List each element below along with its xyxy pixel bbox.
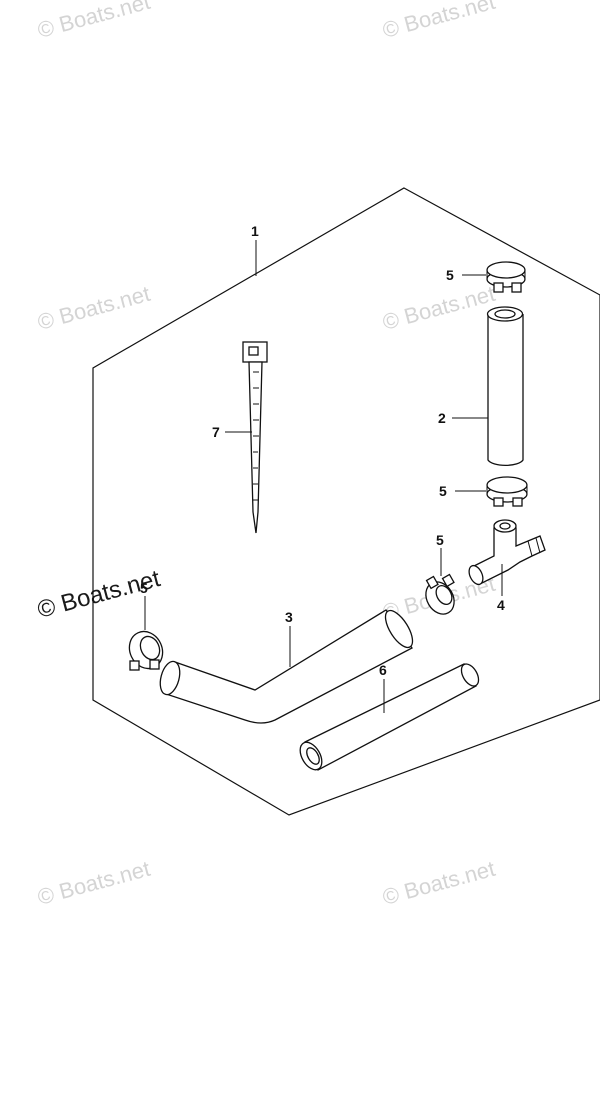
cable-tie-part — [242, 341, 268, 534]
watermark: © Boats.net — [35, 281, 153, 335]
kit-outline — [92, 187, 600, 816]
watermark: © Boats.net — [35, 856, 153, 910]
callout-7: 7 — [212, 424, 220, 440]
callout-6: 6 — [379, 662, 387, 678]
watermark: © Boats.net — [35, 0, 153, 43]
callout-5: 5 — [436, 532, 444, 548]
t-joint-part — [468, 519, 546, 586]
callout-5: 5 — [446, 267, 454, 283]
watermark: © Boats.net — [380, 856, 498, 910]
hose-clip-top — [486, 261, 526, 293]
hose-straight-part — [299, 663, 480, 771]
hose-bend-part — [159, 609, 414, 724]
watermark: © Boats.net — [380, 281, 498, 335]
watermark: © Boats.net — [380, 0, 498, 43]
hose-upper-part — [486, 306, 524, 467]
hose-clip-left — [128, 630, 164, 671]
callout-3: 3 — [285, 609, 293, 625]
callout-4: 4 — [497, 597, 505, 613]
callout-2: 2 — [438, 410, 446, 426]
hose-clip-mid — [486, 476, 528, 507]
callout-5: 5 — [140, 580, 148, 596]
callout-5: 5 — [439, 483, 447, 499]
hose-clip-small — [425, 573, 455, 615]
callout-1: 1 — [251, 223, 259, 239]
